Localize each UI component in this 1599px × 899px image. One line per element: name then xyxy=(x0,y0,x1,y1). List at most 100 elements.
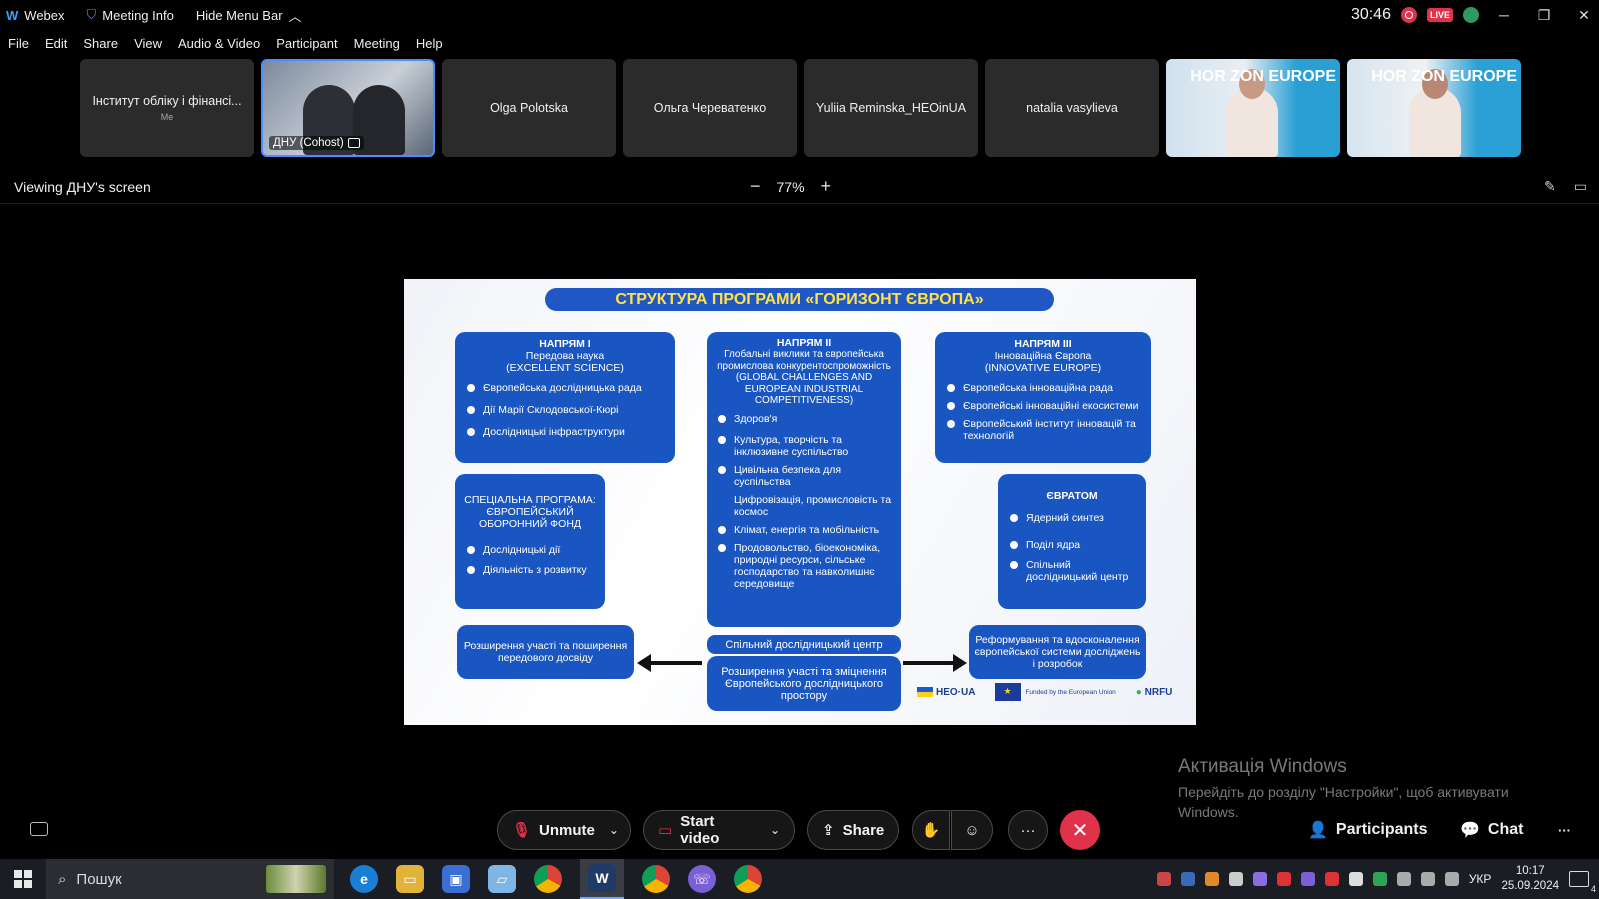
notes-app-icon[interactable]: ▱ xyxy=(488,865,516,893)
participant-video-tile[interactable]: HOR ZON EUROPE xyxy=(1347,59,1521,157)
menu-meeting[interactable]: Meeting xyxy=(353,35,400,51)
recording-icon[interactable] xyxy=(1400,7,1417,23)
language-indicator[interactable]: УКР xyxy=(1468,872,1492,886)
popout-screen-icon[interactable]: ▭ xyxy=(1573,178,1587,194)
participant-video-tile[interactable]: HOR ZON EUROPE xyxy=(1166,59,1340,157)
chrome-profile-icon[interactable] xyxy=(642,865,670,893)
meeting-timer: 30:46 xyxy=(1350,6,1391,23)
edge-icon[interactable]: e xyxy=(350,865,378,893)
raise-hand-button[interactable]: ✋ xyxy=(912,810,950,850)
taskbar-search[interactable]: ⌕ Пошук xyxy=(46,859,334,899)
tray-app-icon[interactable] xyxy=(1324,872,1339,886)
app-title: W Webex xyxy=(6,7,65,23)
tray-pen-icon[interactable] xyxy=(1252,872,1267,886)
reactions-button[interactable]: ☺ xyxy=(951,810,993,850)
tile-label: ДНУ (Cohost) xyxy=(269,136,364,150)
chrome-profile-2-icon[interactable] xyxy=(734,865,762,893)
menu-help[interactable]: Help xyxy=(415,35,443,51)
meeting-controls: 🎙 Unmute ⌄ ▭ Start video ⌄ ⇪ Share ✋ ☺ ·… xyxy=(0,810,1599,850)
notification-center-icon[interactable]: 4 xyxy=(1569,871,1596,894)
eu-logo: Funded by the European Union xyxy=(995,683,1116,701)
close-window-button[interactable]: ✕ xyxy=(1578,6,1590,23)
menu-audio-video[interactable]: Audio & Video xyxy=(178,35,261,51)
menu-bar: File Edit Share View Audio & Video Parti… xyxy=(0,32,451,54)
euratom-box: ЄВРАТОМ Ядерний синтез Поділ ядра Спільн… xyxy=(998,474,1146,609)
zoom-out-button[interactable]: − xyxy=(750,176,761,196)
participants-button[interactable]: 👤 Participants xyxy=(1308,821,1428,839)
chevron-down-icon[interactable]: ⌄ xyxy=(608,823,619,837)
pillar-1-box: НАПРЯМ І Передова наука (EXCELLENT SCIEN… xyxy=(455,332,675,463)
share-icon: ⇪ xyxy=(822,822,835,839)
webex-logo-icon: W xyxy=(6,7,19,23)
share-button[interactable]: ⇪ Share xyxy=(807,810,899,850)
viewing-label: Viewing ДНУ's screen xyxy=(14,178,151,195)
minimize-button[interactable]: ─ xyxy=(1499,7,1509,23)
participant-tile[interactable]: Yuliia Reminska_HEOinUA xyxy=(804,59,978,157)
tray-volume-icon[interactable] xyxy=(1444,872,1459,886)
title-bar: W Webex ⛉ Meeting Info Hide Menu Bar ︿ 3… xyxy=(0,0,1599,30)
participant-tile-me[interactable]: Інститут обліку і фінансі... Me xyxy=(80,59,254,157)
windows-logo-icon xyxy=(14,870,32,888)
menu-participant[interactable]: Participant xyxy=(276,35,338,51)
sponsor-logos: HEO·UA Funded by the European Union ● NR… xyxy=(917,683,1172,701)
zoom-in-button[interactable]: + xyxy=(820,176,832,196)
close-icon: ✕ xyxy=(1071,819,1089,842)
person-icon: 👤 xyxy=(1308,822,1328,839)
chrome-icon[interactable] xyxy=(534,865,562,893)
special-program-box: СПЕЦІАЛЬНА ПРОГРАМА: ЄВРОПЕЙСЬКИЙ ОБОРОН… xyxy=(455,474,605,609)
participant-tile[interactable]: Olga Polotska xyxy=(442,59,616,157)
tray-wifi-icon[interactable] xyxy=(1396,872,1411,886)
slide-title: СТРУКТУРА ПРОГРАМИ «ГОРИЗОНТ ЄВРОПА» xyxy=(545,288,1054,311)
webex-taskbar-icon[interactable]: W xyxy=(580,859,624,899)
tray-mic-icon[interactable] xyxy=(1228,872,1243,886)
menu-file[interactable]: File xyxy=(8,35,29,51)
viewing-bar: Viewing ДНУ's screen − 77% + ✎ ▭ xyxy=(0,170,1599,204)
tray-pdf-icon[interactable] xyxy=(1276,872,1291,886)
jrc-box: Спільний дослідницький центр xyxy=(707,635,901,654)
chat-icon: 💬 xyxy=(1460,822,1480,839)
tray-app-icon[interactable] xyxy=(1348,872,1363,886)
live-badge[interactable]: LIVE xyxy=(1426,8,1453,22)
participant-tile-dnu[interactable]: ДНУ (Cohost) xyxy=(261,59,435,157)
network-stats-icon[interactable] xyxy=(1463,7,1479,23)
more-icon: ··· xyxy=(1558,822,1571,838)
tray-app-icon[interactable] xyxy=(1204,872,1219,886)
menu-share[interactable]: Share xyxy=(83,35,119,51)
menu-edit[interactable]: Edit xyxy=(44,35,68,51)
person-head xyxy=(1422,69,1448,99)
chat-button[interactable]: 💬 Chat xyxy=(1460,821,1524,839)
more-options-button[interactable]: ··· xyxy=(1008,810,1048,850)
webex-icon: W xyxy=(588,864,616,892)
tray-app-icon[interactable] xyxy=(1372,872,1387,886)
pillar-3-box: НАПРЯМ ІІІ Інноваційна Європа (INNOVATIV… xyxy=(935,332,1151,463)
viber-icon[interactable]: ☏ xyxy=(688,865,716,893)
nrfu-logo: ● NRFU xyxy=(1135,686,1173,698)
file-explorer-icon[interactable]: ▭ xyxy=(396,865,424,893)
meeting-info-button[interactable]: ⛉ Meeting Info xyxy=(86,7,174,23)
save-app-icon[interactable]: ▣ xyxy=(442,865,470,893)
annotate-icon[interactable]: ✎ xyxy=(1544,178,1556,194)
tray-network-icon[interactable] xyxy=(1420,872,1435,886)
arrow-right-icon xyxy=(903,654,967,672)
start-video-button[interactable]: ▭ Start video ⌄ xyxy=(643,810,795,850)
participant-strip: Інститут обліку і фінансі... Me ДНУ (Coh… xyxy=(80,59,1521,157)
raise-hand-icon: ✋ xyxy=(921,822,941,839)
restore-button[interactable]: ❐ xyxy=(1537,6,1551,23)
pillar-2-box: НАПРЯМ ІІ Глобальні виклики та європейсь… xyxy=(707,332,901,627)
participant-tile[interactable]: natalia vasylieva xyxy=(985,59,1159,157)
panel-options-button[interactable]: ··· xyxy=(1558,810,1571,850)
menu-view[interactable]: View xyxy=(134,35,163,51)
unmute-button[interactable]: 🎙 Unmute ⌄ xyxy=(497,810,631,850)
participant-tile[interactable]: Ольга Череватенко xyxy=(623,59,797,157)
tray-webex-icon[interactable] xyxy=(1180,872,1195,886)
leave-meeting-button[interactable]: ✕ xyxy=(1060,810,1100,850)
hide-menu-bar-button[interactable]: Hide Menu Bar ︿ xyxy=(195,7,302,24)
zoom-level: 77% xyxy=(776,178,805,195)
captions-icon[interactable] xyxy=(30,822,48,836)
tray-viber-icon[interactable] xyxy=(1300,872,1315,886)
tray-app-icon[interactable] xyxy=(1156,872,1171,886)
taskbar-clock[interactable]: 10:17 25.09.2024 xyxy=(1501,865,1559,892)
start-button[interactable] xyxy=(0,870,46,888)
shield-icon: ⛉ xyxy=(86,7,97,22)
chevron-down-icon[interactable]: ⌄ xyxy=(769,823,780,837)
